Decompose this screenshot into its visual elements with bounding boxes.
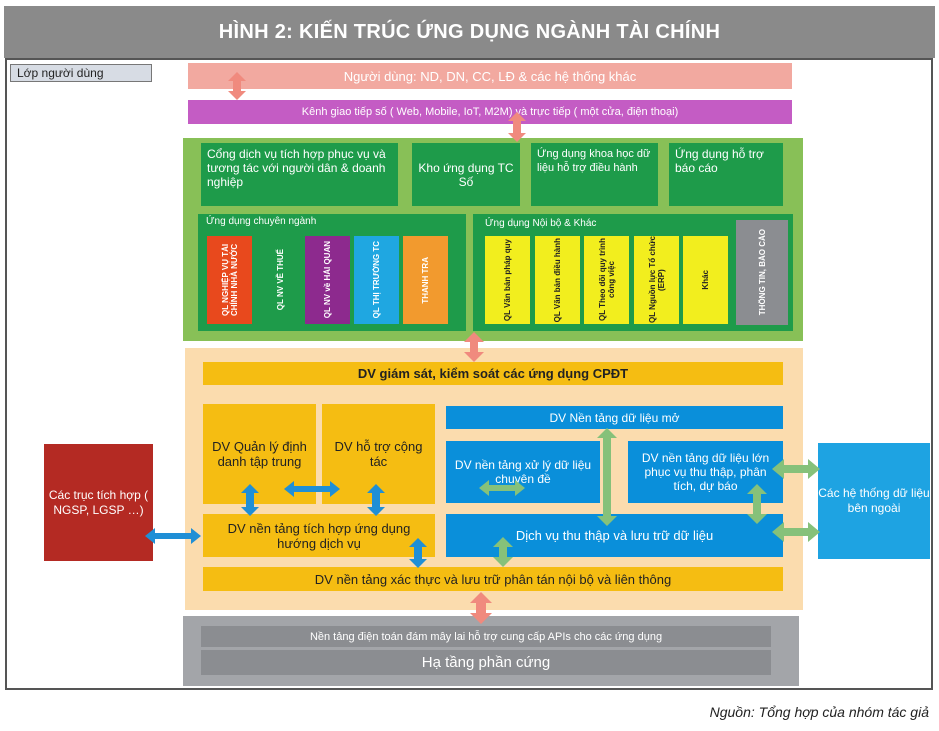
specialized-app-5: THANH TRA xyxy=(403,236,448,324)
data-collection-service-bar: Dịch vụ thu thập và lưu trữ dữ liệu xyxy=(446,514,783,557)
diagram-frame xyxy=(5,58,933,690)
internal-app-3: QL Theo dõi quy trình công việc xyxy=(584,236,629,324)
app-store-box: Kho ứng dụng TC Số xyxy=(412,143,520,206)
figure-title: HÌNH 2: KIẾN TRÚC ỨNG DỤNG NGÀNH TÀI CHÍ… xyxy=(4,6,935,58)
external-data-systems-box: Các hệ thống dữ liệu bên ngoài xyxy=(818,443,930,559)
specialized-app-2: QL NV VỀ THUẾ xyxy=(258,236,303,324)
channel-apps-arrow xyxy=(508,112,526,142)
axes-integration-arrow xyxy=(145,528,201,544)
layer-label: Lớp người dùng xyxy=(10,64,152,82)
users-bar: Người dùng: ND, DN, CC, LĐ & các hệ thốn… xyxy=(188,63,792,89)
source-note: Nguồn: Tổng hợp của nhóm tác giả xyxy=(709,704,929,720)
monitoring-service-bar: DV giám sát, kiểm soát các ứng dụng CPĐT xyxy=(203,362,783,385)
apps-services-arrow xyxy=(464,332,484,362)
collection-external-arrow xyxy=(772,522,820,542)
report-info-box: THÔNG TIN, BÁO CÁO xyxy=(736,220,788,325)
auth-storage-service-bar: DV nền tảng xác thực và lưu trữ phân tán… xyxy=(203,567,783,591)
open-data-service-bar: DV Nền tảng dữ liệu mở xyxy=(446,406,783,429)
internal-app-1: QL Văn bản pháp quy xyxy=(485,236,530,324)
specialized-app-3: QL NV về HẢI QUAN xyxy=(305,236,350,324)
collection-auth-arrow xyxy=(493,537,513,567)
specialized-app-4: QL THỊ TRƯỜNG TC xyxy=(354,236,399,324)
users-channel-arrow xyxy=(228,72,246,100)
hybrid-cloud-bar: Nền tảng điện toán đám mây lai hỗ trợ cu… xyxy=(201,626,771,647)
internal-apps-label: Ứng dụng Nội bộ & Khác xyxy=(485,218,597,229)
data-science-box: Ứng dụng khoa học dữ liệu hỗ trợ điều hà… xyxy=(531,143,658,206)
open-data-collection-arrow xyxy=(597,428,617,526)
portal-box: Cổng dịch vụ tích hợp phục vụ và tương t… xyxy=(201,143,398,206)
identity-collab-arrow xyxy=(284,481,340,497)
report-app-box: Ứng dụng hỗ trợ báo cáo xyxy=(669,143,783,206)
processing-collection-arrow xyxy=(479,480,525,496)
specialized-app-1: QL NGHIỆP VỤ TÀI CHÍNH NHÀ NƯỚC xyxy=(207,236,252,324)
collab-integration-arrow xyxy=(367,484,385,516)
bigdata-collection-arrow xyxy=(747,484,767,524)
services-infra-arrow xyxy=(470,592,492,624)
internal-app-5: Khác xyxy=(683,236,728,324)
integration-axes-box: Các trục tích hợp ( NGSP, LGSP …) xyxy=(44,444,153,561)
bigdata-external-arrow xyxy=(772,459,820,479)
integration-auth-arrow xyxy=(409,538,427,568)
specialized-apps-label: Ứng dụng chuyên ngành xyxy=(206,216,317,227)
internal-app-2: QL Văn bản điều hành xyxy=(535,236,580,324)
hardware-bar: Hạ tầng phần cứng xyxy=(201,650,771,675)
data-processing-service-box: DV nền tảng xử lý dữ liệu chuyên đề xyxy=(446,441,600,503)
integration-service-box: DV nền tảng tích hợp ứng dụng hướng dịch… xyxy=(203,514,435,557)
identity-integration-arrow xyxy=(241,484,259,516)
internal-app-4: QL Nguồn lực Tổ chức (ERP) xyxy=(634,236,679,324)
channels-bar: Kênh giao tiếp số ( Web, Mobile, IoT, M2… xyxy=(188,100,792,124)
